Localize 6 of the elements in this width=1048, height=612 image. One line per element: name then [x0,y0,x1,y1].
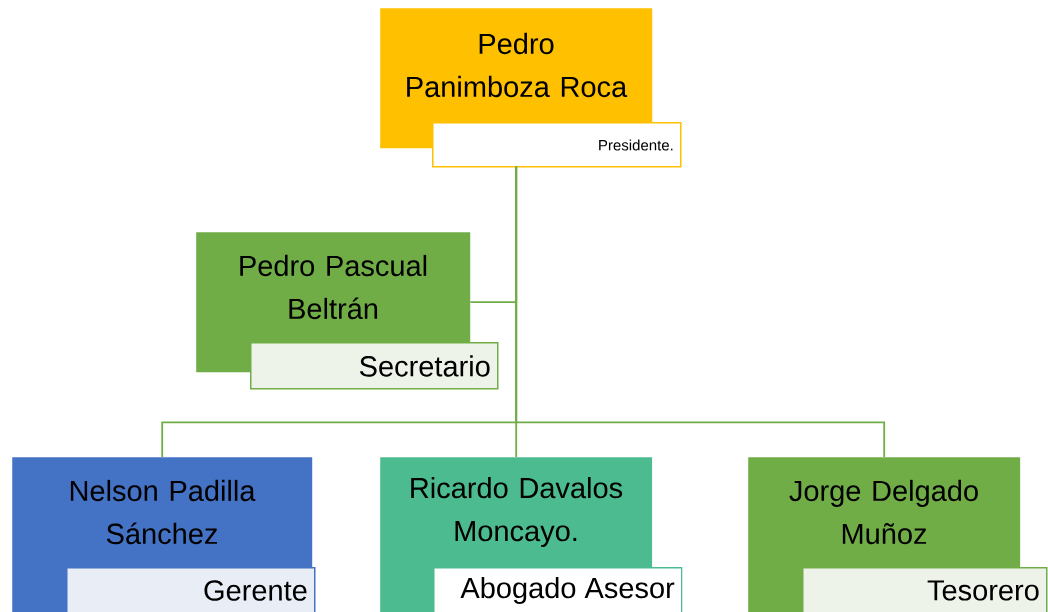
org-box: Pedro Panimboza Roca Presidente. [380,8,682,168]
connector-line [515,165,886,458]
org-box: Nelson Padilla Sánchez Gerente [12,457,316,612]
org-box: Jorge Delgado Muñoz Tesorero [748,457,1048,612]
org-box: Ricardo Davalos Moncayo. Abogado Asesor [380,457,683,612]
org-box: Pedro Pascual Beltrán Secretario [196,232,499,390]
